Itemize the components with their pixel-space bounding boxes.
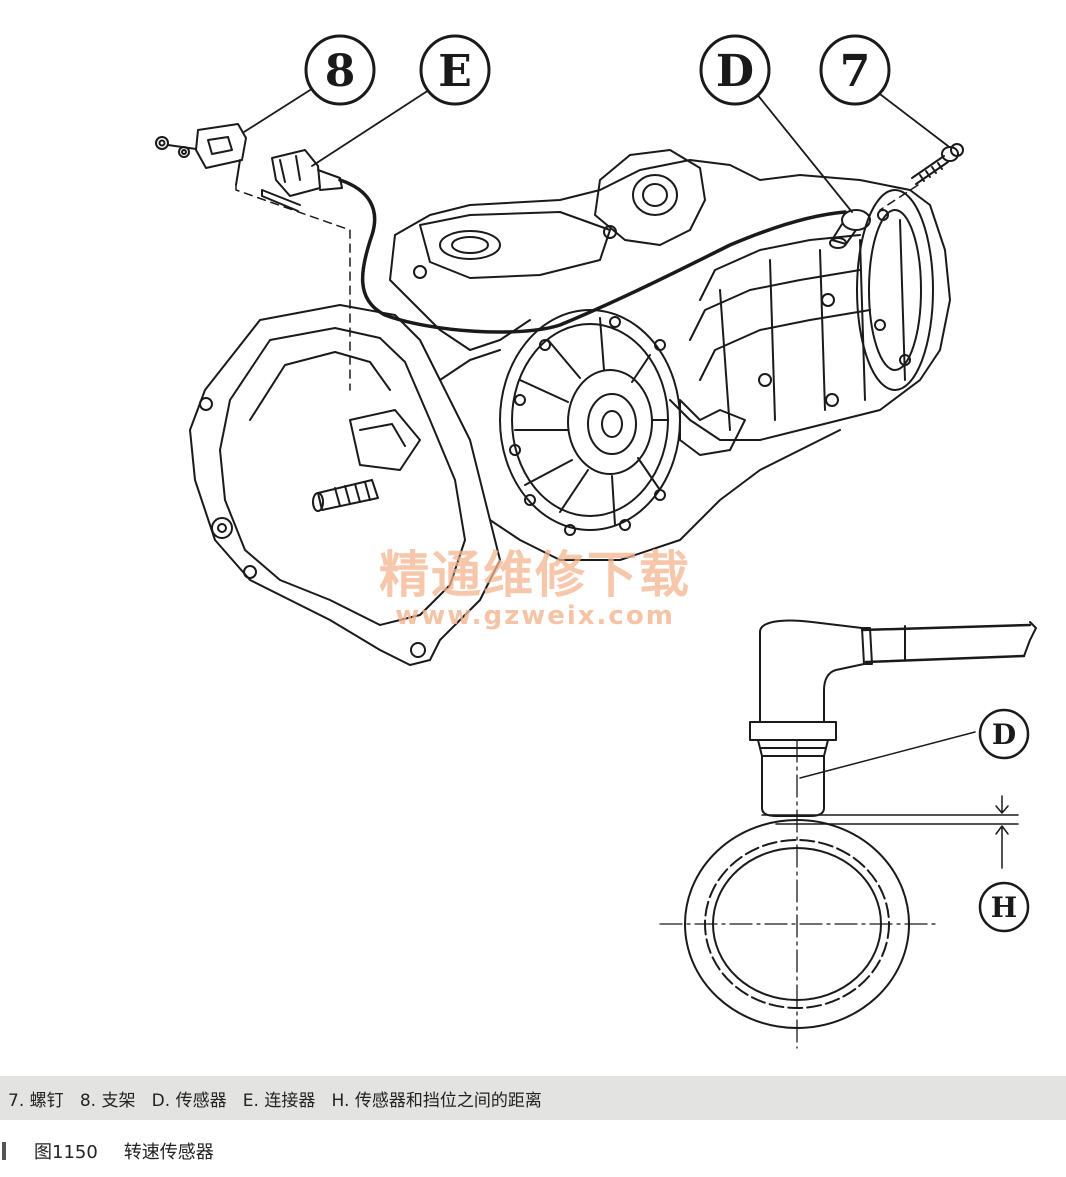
legend-text: 7. 螺钉 8. 支架 D. 传感器 E. 连接器 H. 传感器和挡位之间的距离 bbox=[8, 1090, 542, 1111]
figure-title: 转速传感器 bbox=[123, 1142, 214, 1163]
leader-lines bbox=[243, 84, 949, 213]
bracket bbox=[155, 123, 301, 212]
detail-d-label: D bbox=[992, 718, 1016, 751]
callout-7-label: 7 bbox=[840, 46, 871, 97]
sensor-detail bbox=[684, 619, 1037, 1029]
watermark-text: 精通维修下载 bbox=[379, 546, 691, 604]
callout-e-label: E bbox=[438, 46, 472, 97]
figure-number: 图1150 bbox=[34, 1142, 98, 1163]
screw bbox=[911, 143, 964, 185]
sensor-on-case bbox=[829, 209, 871, 249]
callout-e-circle bbox=[419, 34, 491, 106]
callout-d-circle bbox=[699, 34, 771, 106]
callout-8-label: 8 bbox=[325, 46, 356, 97]
detail-d-circle bbox=[978, 708, 1030, 760]
figure-caption: 图1150 转速传感器 bbox=[0, 1136, 214, 1166]
callout-d-label: D bbox=[716, 46, 754, 97]
callout-8-circle bbox=[304, 34, 376, 106]
caption-marker bbox=[2, 1142, 6, 1160]
alignment-lines bbox=[235, 184, 919, 391]
center-lines bbox=[659, 739, 936, 1049]
watermark-url: www.gzweix.com bbox=[395, 601, 675, 631]
connector bbox=[271, 149, 343, 197]
sensor-cable bbox=[338, 178, 847, 334]
legend-bar: 7. 螺钉 8. 支架 D. 传感器 E. 连接器 H. 传感器和挡位之间的距离 bbox=[0, 1076, 1066, 1120]
detail-h-label: H bbox=[991, 891, 1017, 924]
callout-7-circle bbox=[819, 34, 891, 106]
detail-h-circle bbox=[978, 881, 1030, 933]
transmission-housing bbox=[189, 149, 951, 666]
